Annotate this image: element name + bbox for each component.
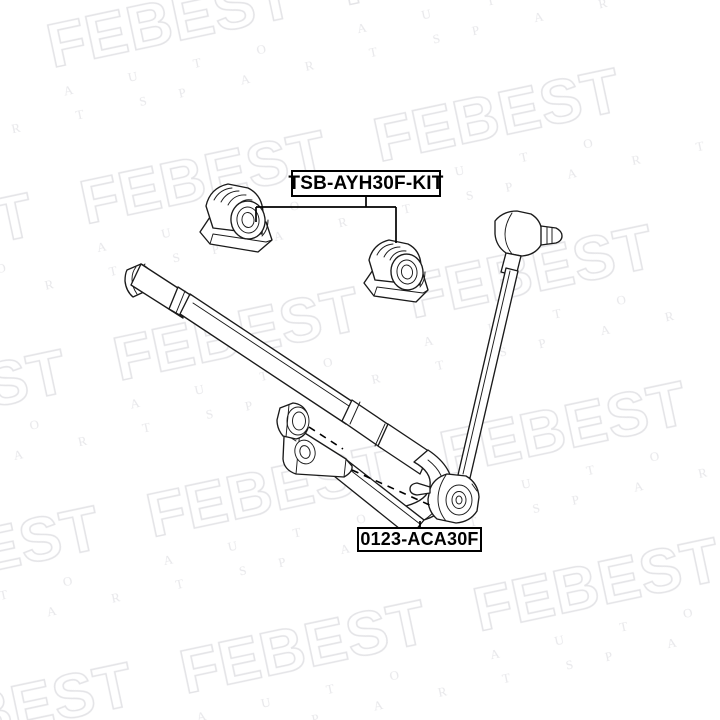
leader-lines [255,197,421,527]
part-number-label-tsb-ayh30f-kit: TSB-AYH30F-KIT [288,170,443,197]
stabilizer-bar [124,263,453,538]
assembly-dashed-line [308,426,435,508]
stabilizer-bushing-right [363,239,429,303]
stabilizer-bushing-left [199,183,273,253]
stabilizer-link-lower-joint [409,473,480,524]
small-bushing-grommet [276,402,310,440]
part-number-label-0123-aca30f: 0123-ACA30F [357,527,482,552]
stabilizer-link [409,210,563,524]
